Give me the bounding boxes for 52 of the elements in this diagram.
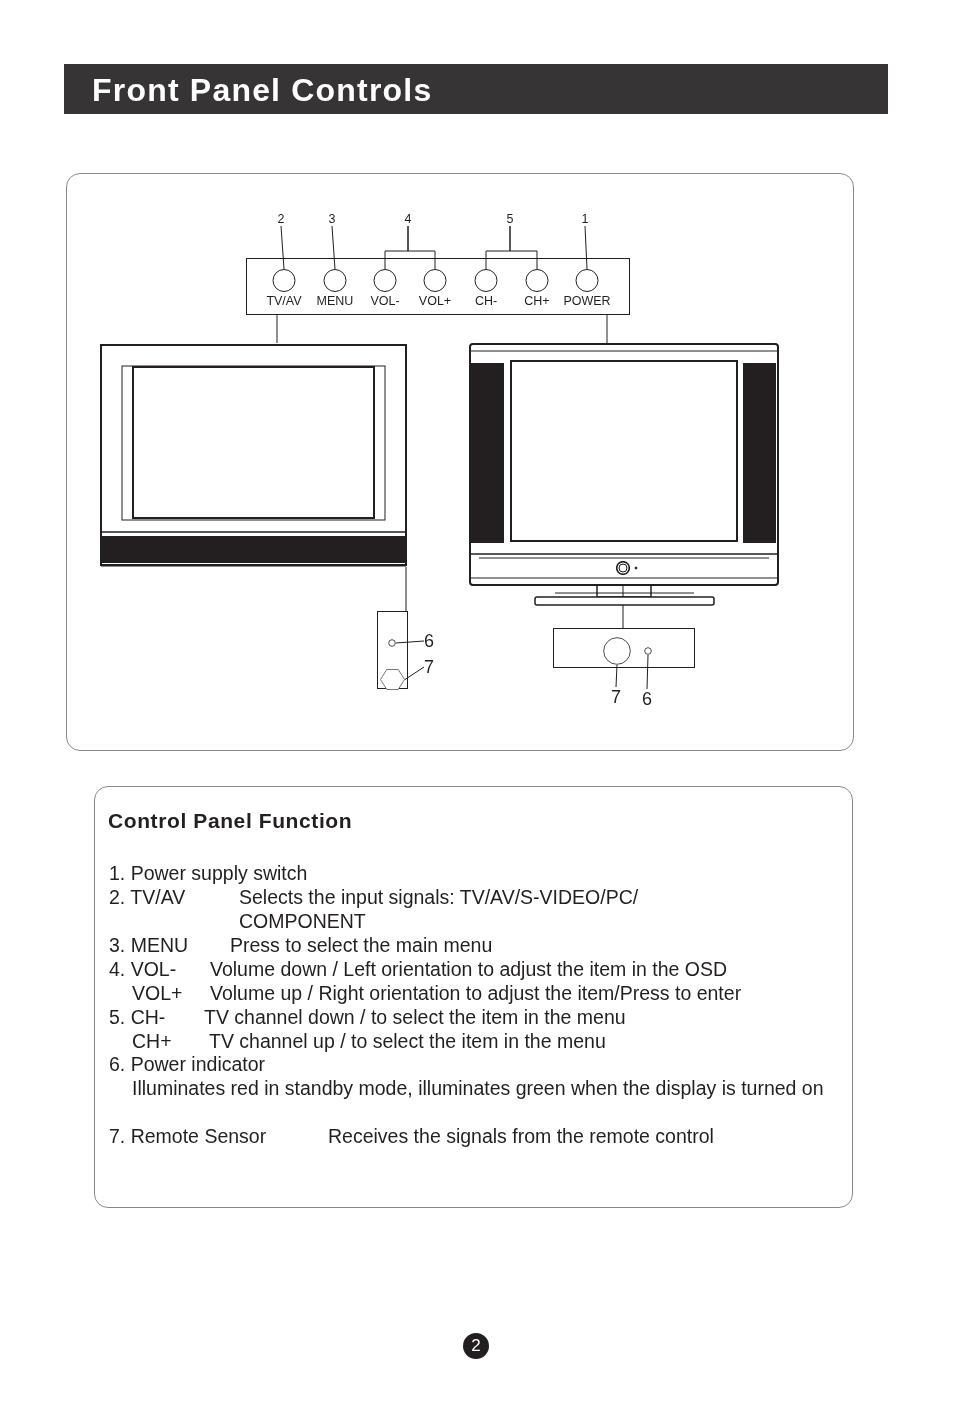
- function-description: TV channel up / to select the item in the menu: [209, 1029, 606, 1053]
- page-title: Front Panel Controls: [92, 72, 433, 109]
- function-description: Receives the signals from the remote control: [328, 1124, 714, 1148]
- function-description: Press to select the main menu: [230, 933, 493, 957]
- leader-line: [404, 666, 425, 680]
- function-term: 4. VOL-: [109, 957, 177, 981]
- function-description: Volume up / Right orientation to adjust the item/Press to enter: [210, 981, 742, 1005]
- function-term: 3. MENU: [109, 933, 189, 957]
- callout-number: 2: [276, 212, 286, 226]
- connector-line: [405, 566, 407, 612]
- connector-line: [276, 314, 278, 344]
- leader-line: [331, 225, 336, 270]
- function-description: Volume down / Left orientation to adjust the item in the OSD: [210, 957, 728, 981]
- leader-line: [407, 225, 436, 270]
- function-panel: [94, 786, 853, 1208]
- button-label: MENU: [315, 294, 355, 308]
- page-number: 2: [463, 1333, 489, 1359]
- leader-line: [280, 225, 285, 270]
- function-term: CH+: [132, 1029, 172, 1053]
- panel-heading: Control Panel Function: [108, 809, 353, 833]
- leader-line: [615, 664, 618, 688]
- sensor-panel-box: [377, 611, 408, 689]
- callout-number: 5: [505, 212, 515, 226]
- function-description: Selects the input signals: TV/AV/S-VIDEO/PC/ COMPONENT: [239, 885, 640, 933]
- callout-number: 3: [327, 212, 337, 226]
- button-label: VOL+: [417, 294, 453, 308]
- button-label: CH+: [523, 294, 551, 308]
- button-label: POWER: [562, 294, 612, 308]
- function-term: VOL+: [132, 981, 183, 1005]
- function-term: 5. CH-: [109, 1005, 166, 1029]
- callout-number: 7: [424, 657, 434, 677]
- function-item: 6. Power indicator: [109, 1052, 266, 1076]
- sensor-panel-box: [553, 628, 695, 668]
- function-term: 2. TV/AV: [109, 885, 186, 909]
- button-label: TV/AV: [265, 294, 303, 308]
- function-description: TV channel down / to select the item in the menu: [204, 1005, 626, 1029]
- callout-number: 6: [424, 631, 434, 651]
- button-label: CH-: [473, 294, 499, 308]
- leader-line: [584, 225, 588, 270]
- control-panel-box: [246, 258, 630, 315]
- function-term: Illuminates red in standby mode, illuminates green when the display is turned on: [132, 1076, 825, 1100]
- callout-number: 7: [611, 687, 621, 707]
- function-item: 1. Power supply switch: [109, 861, 308, 885]
- leader-line: [509, 225, 538, 270]
- callout-number: 4: [403, 212, 413, 226]
- leader-line: [395, 640, 425, 644]
- callout-number: 1: [580, 212, 590, 226]
- callout-number: 6: [642, 689, 652, 709]
- leader-line: [646, 654, 649, 690]
- button-label: VOL-: [369, 294, 401, 308]
- connector-line: [606, 314, 608, 344]
- function-term: 7. Remote Sensor: [109, 1124, 267, 1148]
